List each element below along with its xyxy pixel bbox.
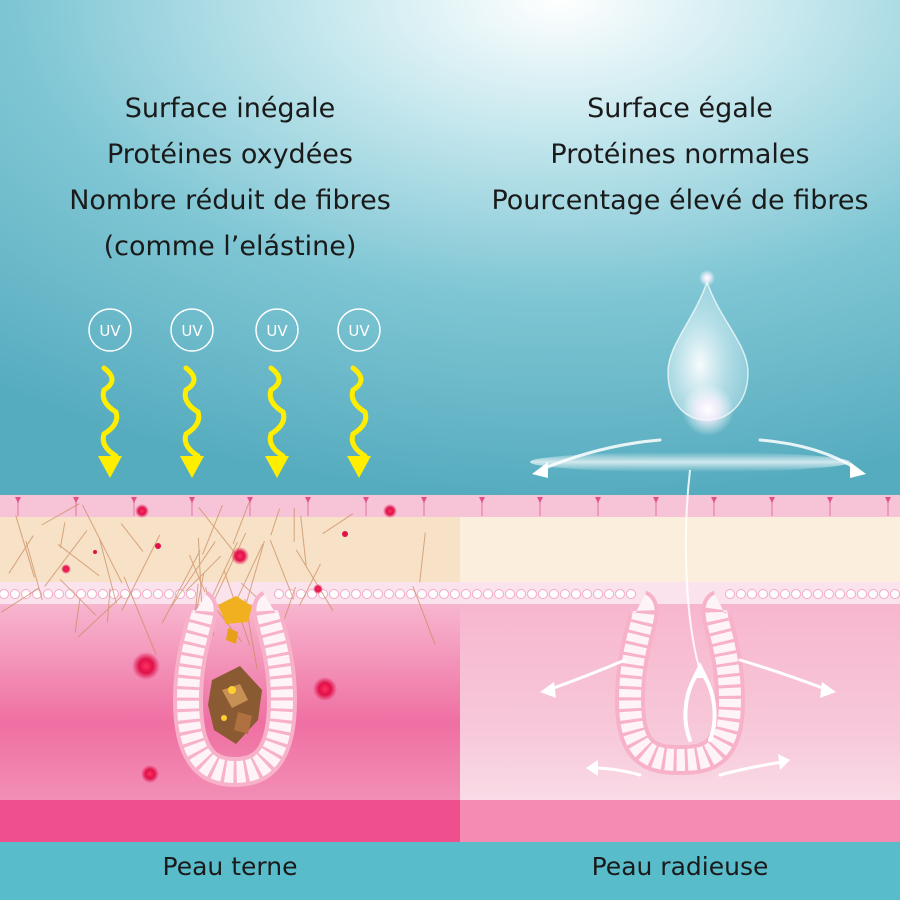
right-caption-line: Protéines normales: [550, 139, 810, 170]
uv-badge-icon: [88, 308, 132, 352]
oxidized-debris: [208, 596, 262, 744]
uv-label: UV: [348, 322, 370, 340]
hydration-arrowheads: [540, 682, 836, 776]
uv-ray: UV: [255, 308, 299, 478]
uv-ray: UV: [170, 308, 214, 478]
epidermis-cells: [15, 497, 891, 516]
water-drop: [530, 270, 866, 742]
uv-label: UV: [266, 322, 288, 340]
left-caption-line: Nombre réduit de fibres: [69, 185, 391, 216]
right-caption: Surface égale Protéines normales Pourcen…: [460, 86, 900, 224]
sparkle-icon: [682, 384, 734, 436]
uv-ray: UV: [337, 308, 381, 478]
skin-layers-right: [460, 495, 900, 842]
footer-label-left: Peau terne: [162, 852, 298, 881]
sky-background: [0, 0, 900, 495]
follicle-left: [172, 591, 298, 788]
sparkle-icon: [699, 270, 715, 286]
footer-label-right: Peau radieuse: [591, 852, 769, 881]
skin-layers-left: [0, 495, 460, 842]
left-caption: Surface inégale Protéines oxydées Nombre…: [0, 86, 460, 270]
uv-badge-icon: [337, 308, 381, 352]
uv-badge-icon: [170, 308, 214, 352]
footer-band: [0, 842, 900, 900]
left-caption-line: Surface inégale: [124, 93, 336, 124]
mist-cloud: [530, 452, 850, 472]
follicle-right: [614, 590, 746, 776]
uv-rays: UV UV UV UV: [88, 308, 381, 478]
left-caption-line: Protéines oxydées: [107, 139, 353, 170]
right-caption-line: Surface égale: [587, 93, 773, 124]
oxidation-spots: [61, 504, 397, 783]
left-caption-line: (comme l’elástine): [103, 231, 357, 262]
uv-ray: UV: [88, 308, 132, 478]
right-caption-line: Pourcentage élevé de fibres: [491, 185, 869, 216]
uv-label: UV: [99, 322, 121, 340]
uv-badge-icon: [255, 308, 299, 352]
uv-label: UV: [181, 322, 203, 340]
